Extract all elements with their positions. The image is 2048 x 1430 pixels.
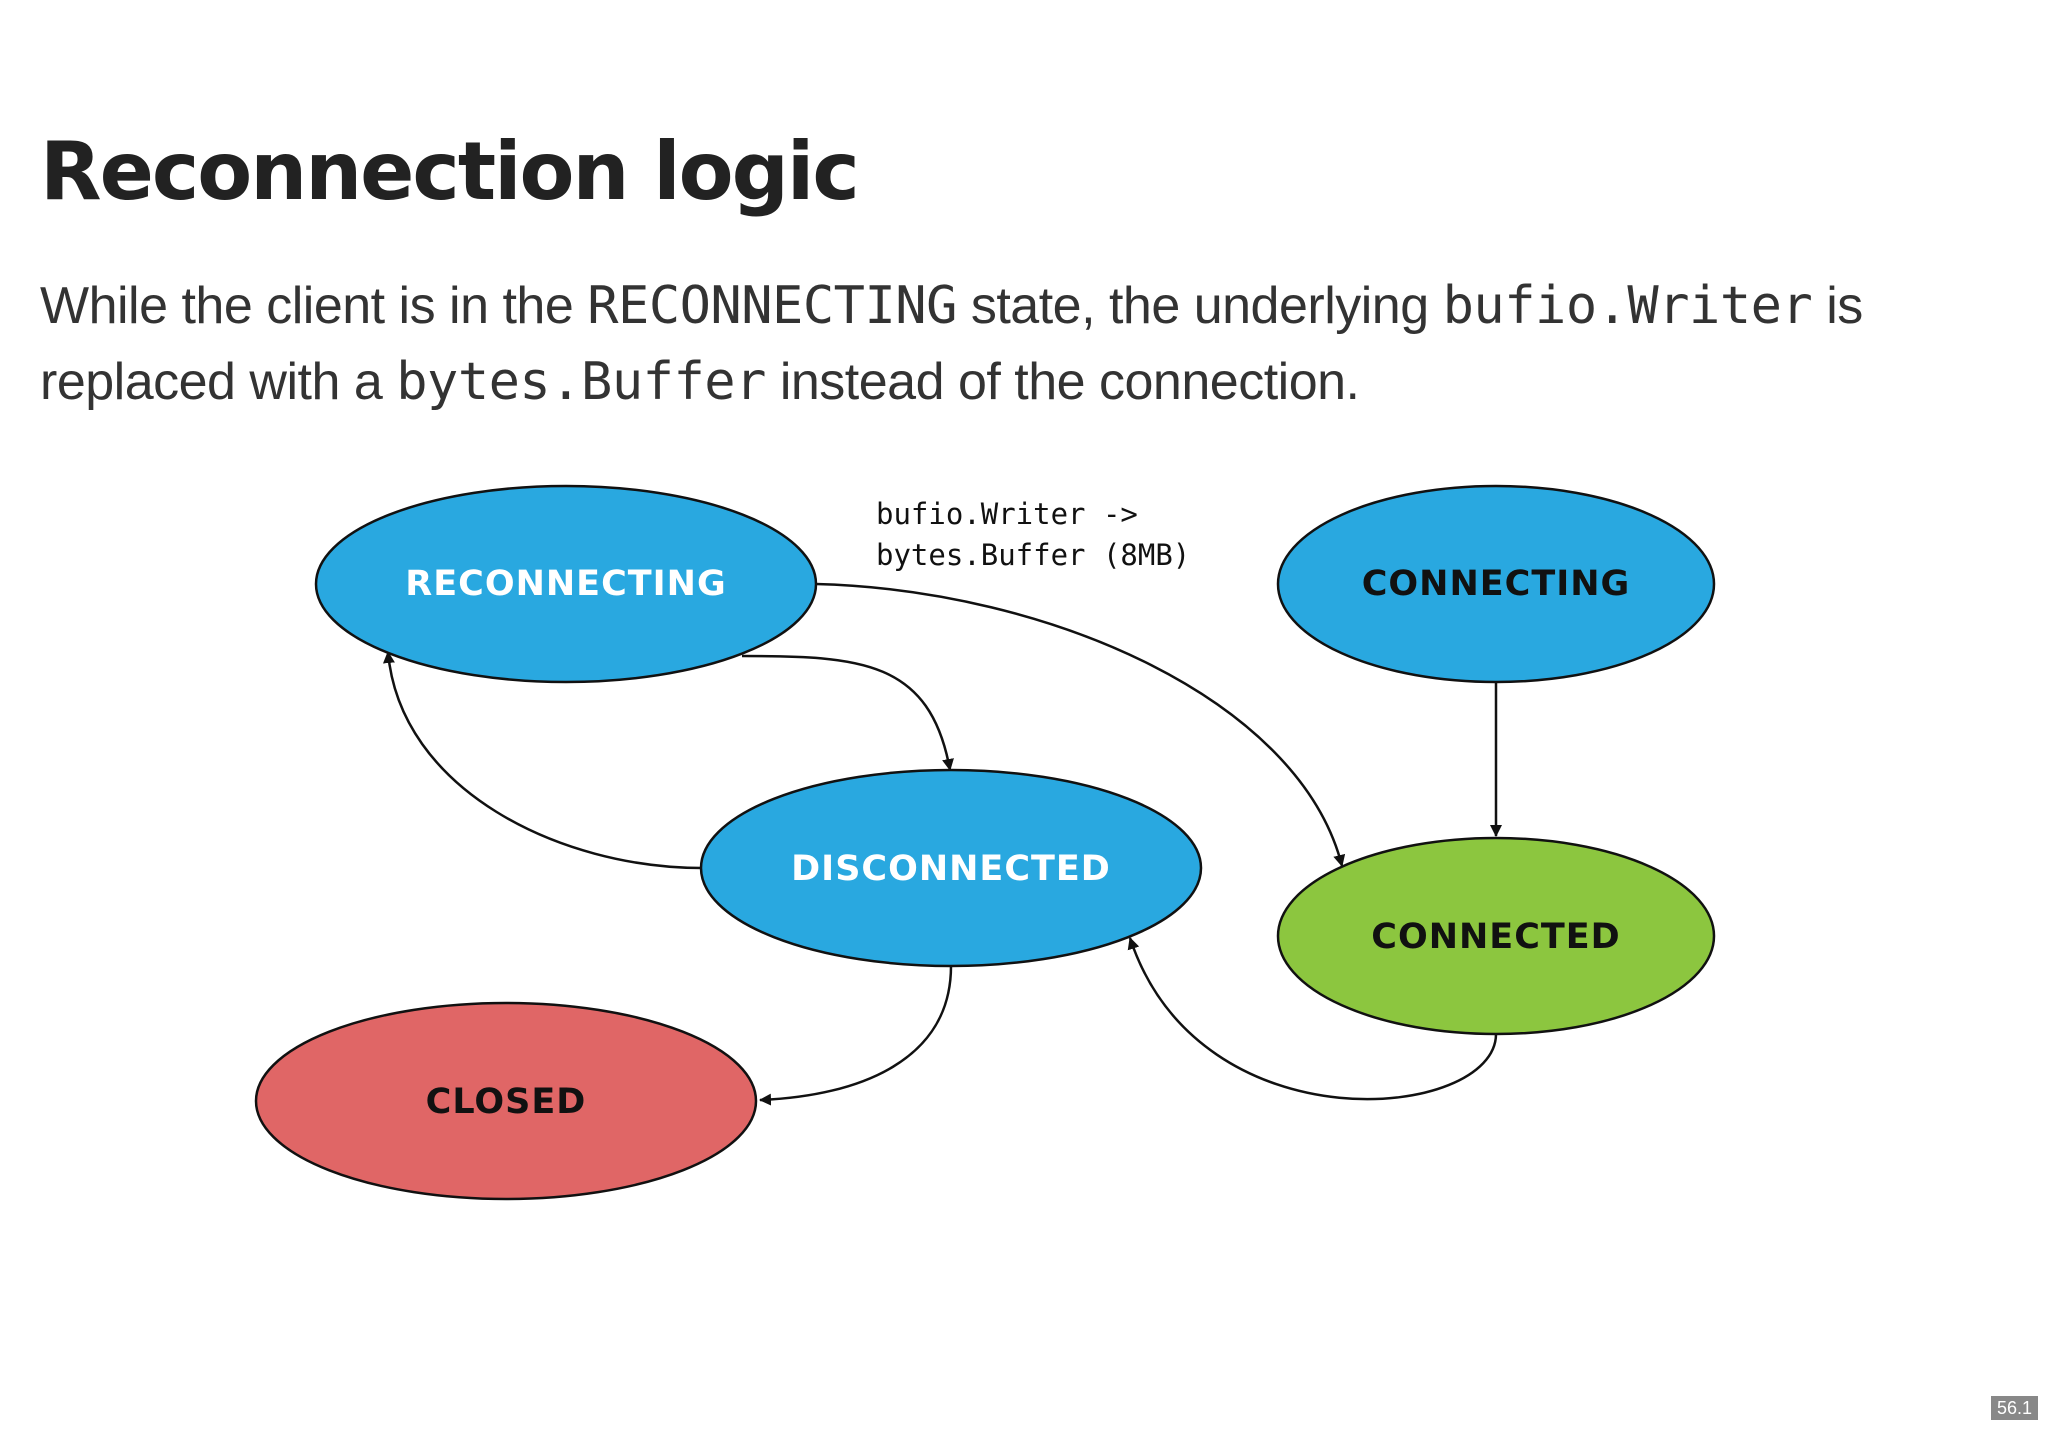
slide-title: Reconnection logic	[40, 125, 860, 218]
node-connecting: CONNECTING	[1276, 484, 1716, 684]
edge-disconnected-to-closed	[759, 965, 953, 1106]
node-connecting-label: CONNECTING	[1362, 564, 1631, 604]
node-closed: CLOSED	[254, 1001, 758, 1201]
node-connected-shape	[1276, 836, 1716, 1036]
edge-disconnected-to-reconnecting	[382, 651, 703, 870]
body-text-1: While the client is in the	[40, 277, 588, 335]
node-connected-label: CONNECTED	[1371, 917, 1620, 957]
edge-connected-to-disconnected	[1127, 937, 1498, 1101]
node-disconnected-label: DISCONNECTED	[791, 849, 1111, 889]
edge-label-line-2: bytes.Buffer (8MB)	[876, 538, 1190, 572]
body-code-reconnecting: RECONNECTING	[587, 276, 957, 336]
edge-reconnecting-to-disconnected	[741, 654, 954, 771]
edge-reconnecting-to-connected	[815, 582, 1346, 867]
body-code-bytes-buffer: bytes.Buffer	[396, 352, 766, 412]
node-disconnected-shape	[699, 768, 1203, 968]
body-text-2: state, the underlying	[956, 277, 1443, 335]
node-reconnecting: RECONNECTING	[314, 484, 818, 684]
node-connecting-shape	[1276, 484, 1716, 684]
slide-body: While the client is in the RECONNECTING …	[40, 268, 2020, 420]
node-reconnecting-label: RECONNECTING	[405, 564, 726, 604]
node-closed-shape	[254, 1001, 758, 1201]
body-text-4: instead of the connection.	[765, 353, 1360, 411]
node-reconnecting-shape	[314, 484, 818, 684]
body-code-bufio-writer: bufio.Writer	[1442, 276, 1813, 336]
slide-number: 56.1	[1990, 1396, 2038, 1420]
body-text-3: is replaced with a	[40, 277, 1863, 411]
edge-label-line-1: bufio.Writer ->	[876, 497, 1138, 531]
node-closed-label: CLOSED	[426, 1082, 587, 1122]
node-disconnected: DISCONNECTED	[699, 768, 1203, 968]
node-connected: CONNECTED	[1276, 836, 1716, 1036]
